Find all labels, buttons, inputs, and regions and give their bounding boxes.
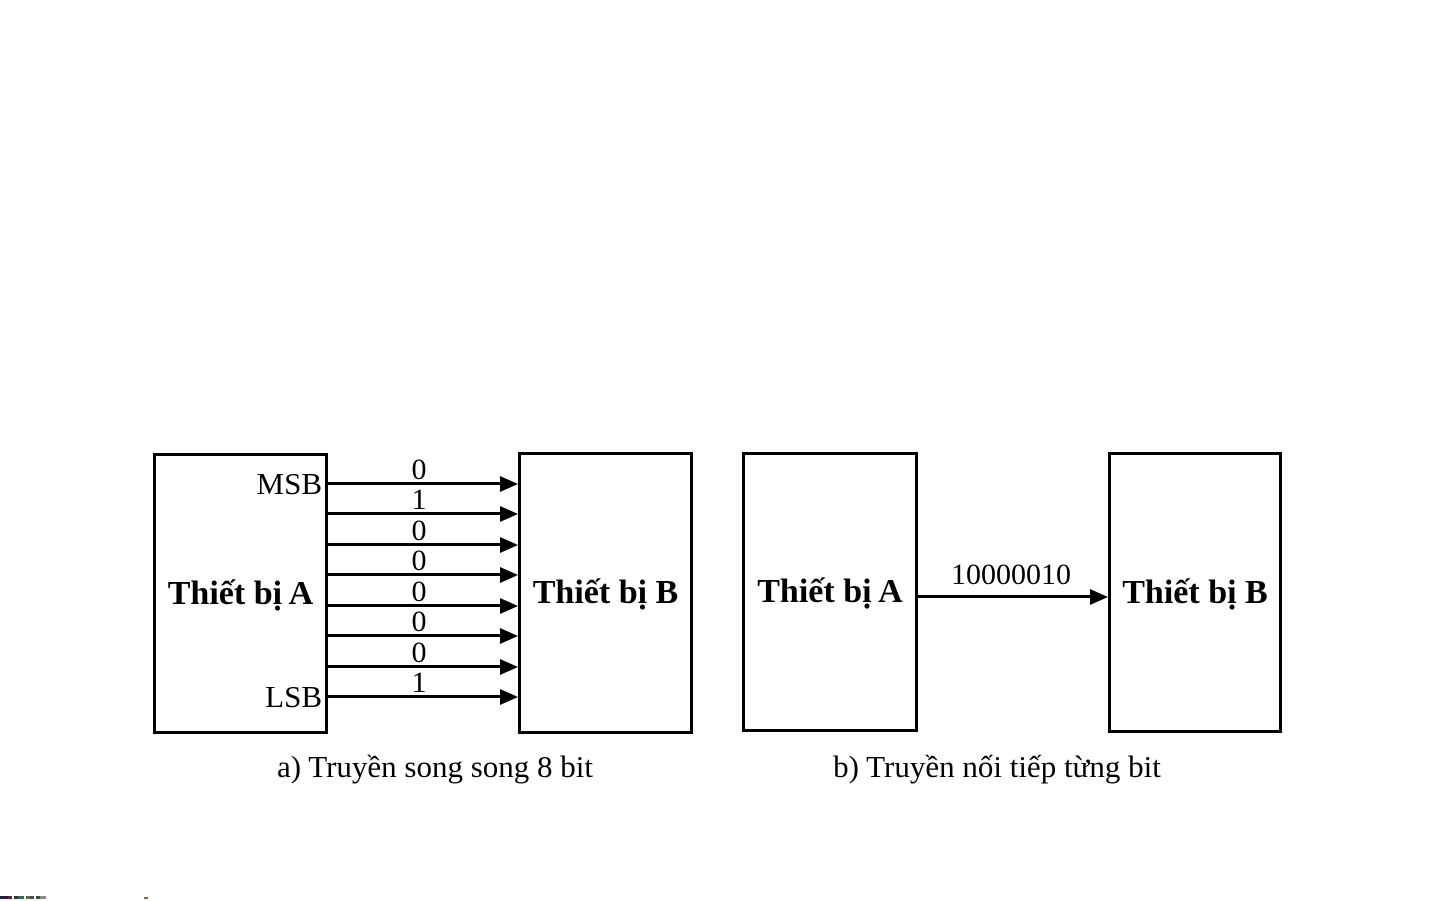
bit-label: 0 [411,514,427,547]
arrowhead-icon [500,659,518,675]
caption-parallel: a) Truyền song song 8 bit [276,749,594,784]
bit-label: 0 [411,605,427,638]
bit-label: 1 [411,483,427,516]
scan-artifact [0,896,46,899]
parallel-device-a-label: Thiết bị A [167,574,314,612]
wire-line [328,543,502,546]
arrowhead-icon [500,628,518,644]
serial-device-a-box: Thiết bị A [742,452,918,732]
caption-serial: b) Truyền nối tiếp từng bit [833,749,1161,784]
wire-line [328,634,502,637]
arrowhead-icon [500,567,518,583]
parallel-device-b-box: Thiết bị B [518,452,693,734]
parallel-device-a-box: Thiết bị A [153,453,328,734]
wire-line [328,512,502,515]
wire-line [328,604,502,607]
arrowhead-icon [500,598,518,614]
serial-device-a-label: Thiết bị A [757,573,903,611]
wire-line [328,695,502,698]
serial-data-label: 10000010 [951,558,1071,591]
arrowhead-icon [1090,589,1108,605]
msb-label: MSB [256,466,322,501]
arrowhead-icon [500,537,518,553]
bit-label: 0 [411,544,427,577]
wire-line [328,573,502,576]
wire-line [328,482,502,485]
serial-device-b-label: Thiết bị B [1122,573,1268,611]
bit-label: 0 [411,575,427,608]
bit-label: 0 [411,453,427,486]
scan-artifact-dot [144,897,148,899]
lsb-label: LSB [265,679,322,714]
parallel-device-b-label: Thiết bị B [532,574,679,612]
arrowhead-icon [500,689,518,705]
bit-label: 0 [411,636,427,669]
bit-label: 1 [411,666,427,699]
arrowhead-icon [500,506,518,522]
wire-line [328,665,502,668]
arrowhead-icon [500,476,518,492]
serial-wire-line [918,595,1092,598]
serial-device-b-box: Thiết bị B [1108,452,1282,733]
